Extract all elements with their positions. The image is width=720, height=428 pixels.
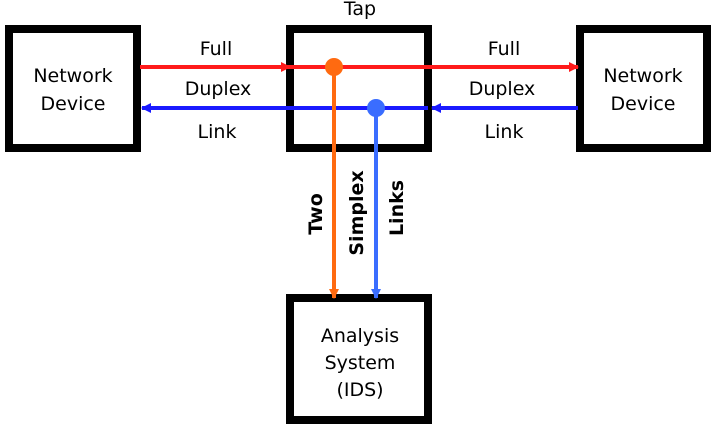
simplex-label-simplex: Simplex	[346, 170, 368, 255]
left-link-duplex: Duplex	[185, 78, 252, 100]
left-network-device-box	[5, 25, 141, 152]
left-link-full: Full	[200, 38, 233, 60]
simplex-label-links: Links	[386, 180, 408, 236]
right-device-line2: Device	[611, 93, 676, 115]
left-link-link: Link	[198, 121, 237, 143]
analysis-line1: Analysis	[321, 325, 399, 347]
left-device-line1: Network	[33, 65, 112, 87]
analysis-line2: System	[325, 352, 396, 374]
analysis-line3: (IDS)	[336, 379, 383, 401]
right-device-line1: Network	[603, 65, 682, 87]
tap-box	[286, 25, 432, 152]
analysis-system-box	[286, 294, 432, 424]
tap-label: Tap	[343, 0, 376, 20]
left-device-line2: Device	[41, 93, 106, 115]
simplex-label-two: Two	[305, 193, 327, 234]
right-link-duplex: Duplex	[469, 78, 536, 100]
right-link-full: Full	[488, 38, 521, 60]
orange-tap-point	[325, 58, 343, 76]
blue-tap-point	[367, 99, 385, 117]
right-network-device-box	[576, 25, 711, 152]
right-link-link: Link	[485, 121, 524, 143]
